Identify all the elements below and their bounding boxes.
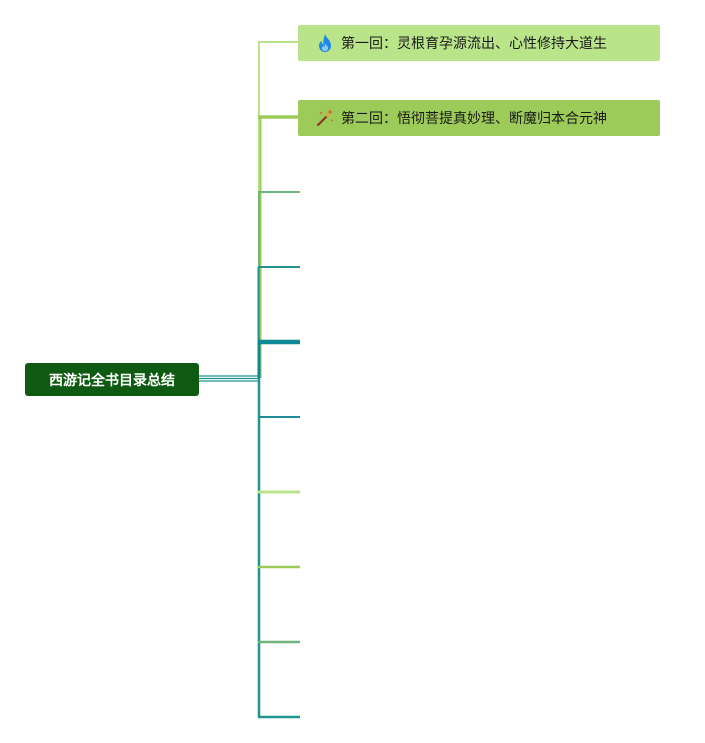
chapter-node-1[interactable]: 第一回：灵根育孕源流出、心性修持大道生 bbox=[298, 25, 660, 61]
chapter-label-1: 第一回：灵根育孕源流出、心性修持大道生 bbox=[341, 36, 607, 52]
magic-wand-icon bbox=[315, 108, 335, 128]
root-connector bbox=[199, 375, 260, 382]
fire-icon bbox=[315, 33, 335, 53]
chapter-node-2[interactable]: 第二回：悟彻菩提真妙理、断魔归本合元神 bbox=[298, 100, 660, 136]
chapter-label-2: 第二回：悟彻菩提真妙理、断魔归本合元神 bbox=[341, 111, 607, 127]
root-node[interactable]: 西游记全书目录总结 bbox=[25, 363, 199, 396]
trunk-lines bbox=[257, 42, 262, 717]
root-label: 西游记全书目录总结 bbox=[49, 372, 175, 389]
